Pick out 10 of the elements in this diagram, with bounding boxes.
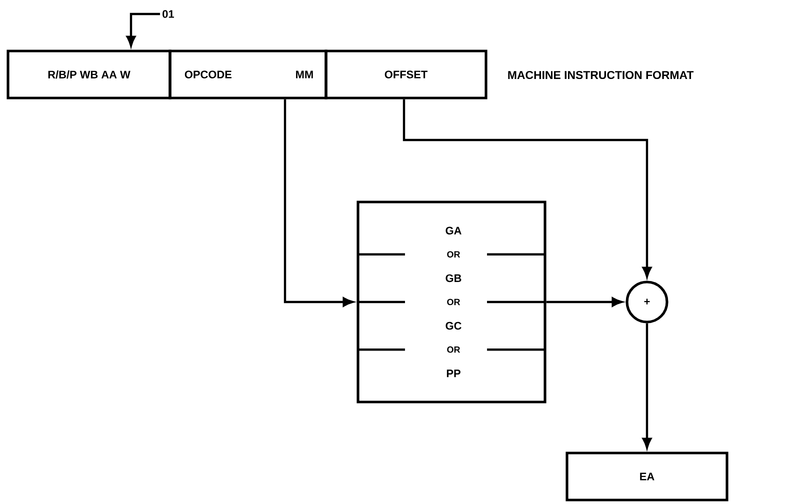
bit-label: 01 — [162, 10, 174, 18]
field-box: OPCODE MM — [168, 50, 328, 100]
field-box: OFFSET — [324, 50, 488, 100]
field-box: R/B/P WB AA W — [6, 50, 172, 100]
arrow — [284, 99, 354, 307]
arrow — [126, 12, 160, 46]
result-box: EA — [566, 452, 728, 502]
format-title: MACHINE INSTRUCTION FORMAT — [508, 70, 694, 80]
register-box: GA OR GB OR GC OR PP — [356, 200, 546, 404]
arrow — [546, 297, 622, 307]
